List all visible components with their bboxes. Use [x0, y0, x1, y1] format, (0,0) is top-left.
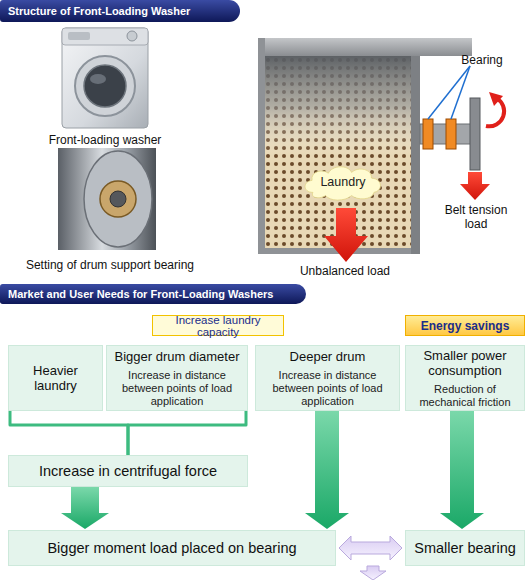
control-panel	[62, 28, 148, 45]
bearing-hub	[100, 181, 136, 217]
bearing-photo	[58, 148, 156, 250]
box-heading: Smaller power consumption	[410, 348, 520, 378]
result-box: Smaller bearing	[405, 530, 525, 566]
part-label: Belt tension load	[440, 203, 512, 231]
part-label: Bearing	[452, 53, 512, 67]
drum-back-wall	[411, 56, 420, 254]
effect-box: Increase in centrifugal force	[8, 455, 248, 487]
box-heading: Laundry	[320, 175, 365, 189]
box-heading: Heavier laundry	[13, 363, 98, 393]
bearing-symbol	[446, 119, 456, 149]
unbalanced-load-arrow	[324, 208, 368, 262]
category-tag: Increase laundry capacity	[152, 315, 284, 336]
box-heading: Smaller bearing	[414, 540, 516, 557]
box-heading: Energy savings	[421, 319, 510, 333]
box-heading: Bigger moment load placed on bearing	[47, 540, 296, 557]
washer-photo	[62, 28, 148, 128]
door-glass	[84, 65, 126, 107]
drum-shading	[264, 56, 412, 156]
group-bracket	[128, 411, 246, 455]
detergent-drawer	[68, 32, 90, 40]
group-bracket	[10, 411, 128, 455]
box-heading: Deeper drum	[290, 349, 366, 364]
glass-highlight	[90, 74, 106, 84]
pulley	[470, 98, 480, 170]
section-band: Structure of Front-Loading Washer	[0, 0, 240, 22]
leader-line	[428, 66, 470, 119]
need-box: Smaller power consumptionReduction of me…	[405, 345, 525, 411]
rotation-arrowhead	[489, 92, 503, 106]
cloud-outline	[305, 167, 380, 200]
category-tag: Energy savings	[405, 315, 525, 336]
drum-back	[58, 148, 156, 250]
part-label: Front-loading washer	[35, 133, 175, 147]
box-heading: Increase laundry capacity	[153, 314, 283, 338]
tub-left-wall	[258, 38, 265, 254]
box-body: Reduction of mechanical friction	[410, 383, 520, 409]
box-body: Increase in distance between points of l…	[260, 369, 395, 408]
tub-top	[258, 38, 472, 56]
part-label: Unbalanced load	[285, 264, 405, 278]
box-heading: Bigger drum diameter	[115, 349, 240, 364]
box-heading: Market and User Needs for Front-Loading …	[8, 288, 273, 300]
need-box: Bigger drum diameterIncrease in distance…	[106, 345, 248, 411]
need-box: Heavier laundry	[8, 345, 103, 411]
box-heading: Increase in centrifugal force	[39, 463, 217, 480]
leader-line	[451, 66, 470, 119]
shaft-end	[110, 191, 126, 207]
tradeoff-arrow	[339, 536, 402, 560]
flow-arrow	[61, 487, 109, 529]
belt-load-arrow	[460, 172, 490, 200]
result-arrow	[360, 566, 386, 580]
washer-body	[62, 28, 148, 128]
section-band: Market and User Needs for Front-Loading …	[0, 284, 306, 304]
result-box: Bigger moment load placed on bearing	[8, 530, 336, 566]
need-box: Deeper drumIncrease in distance between …	[255, 345, 400, 411]
laundry-cloud: Laundry	[300, 162, 386, 202]
bearing-symbol	[423, 119, 433, 149]
box-heading: Structure of Front-Loading Washer	[8, 5, 190, 17]
drum-end	[84, 151, 152, 247]
flow-arrow	[440, 411, 484, 529]
door-ring	[75, 56, 135, 116]
part-label: Setting of drum support bearing	[15, 258, 205, 272]
box-body: Increase in distance between points of l…	[111, 369, 243, 408]
dial	[127, 31, 137, 41]
flow-arrow	[305, 411, 349, 529]
